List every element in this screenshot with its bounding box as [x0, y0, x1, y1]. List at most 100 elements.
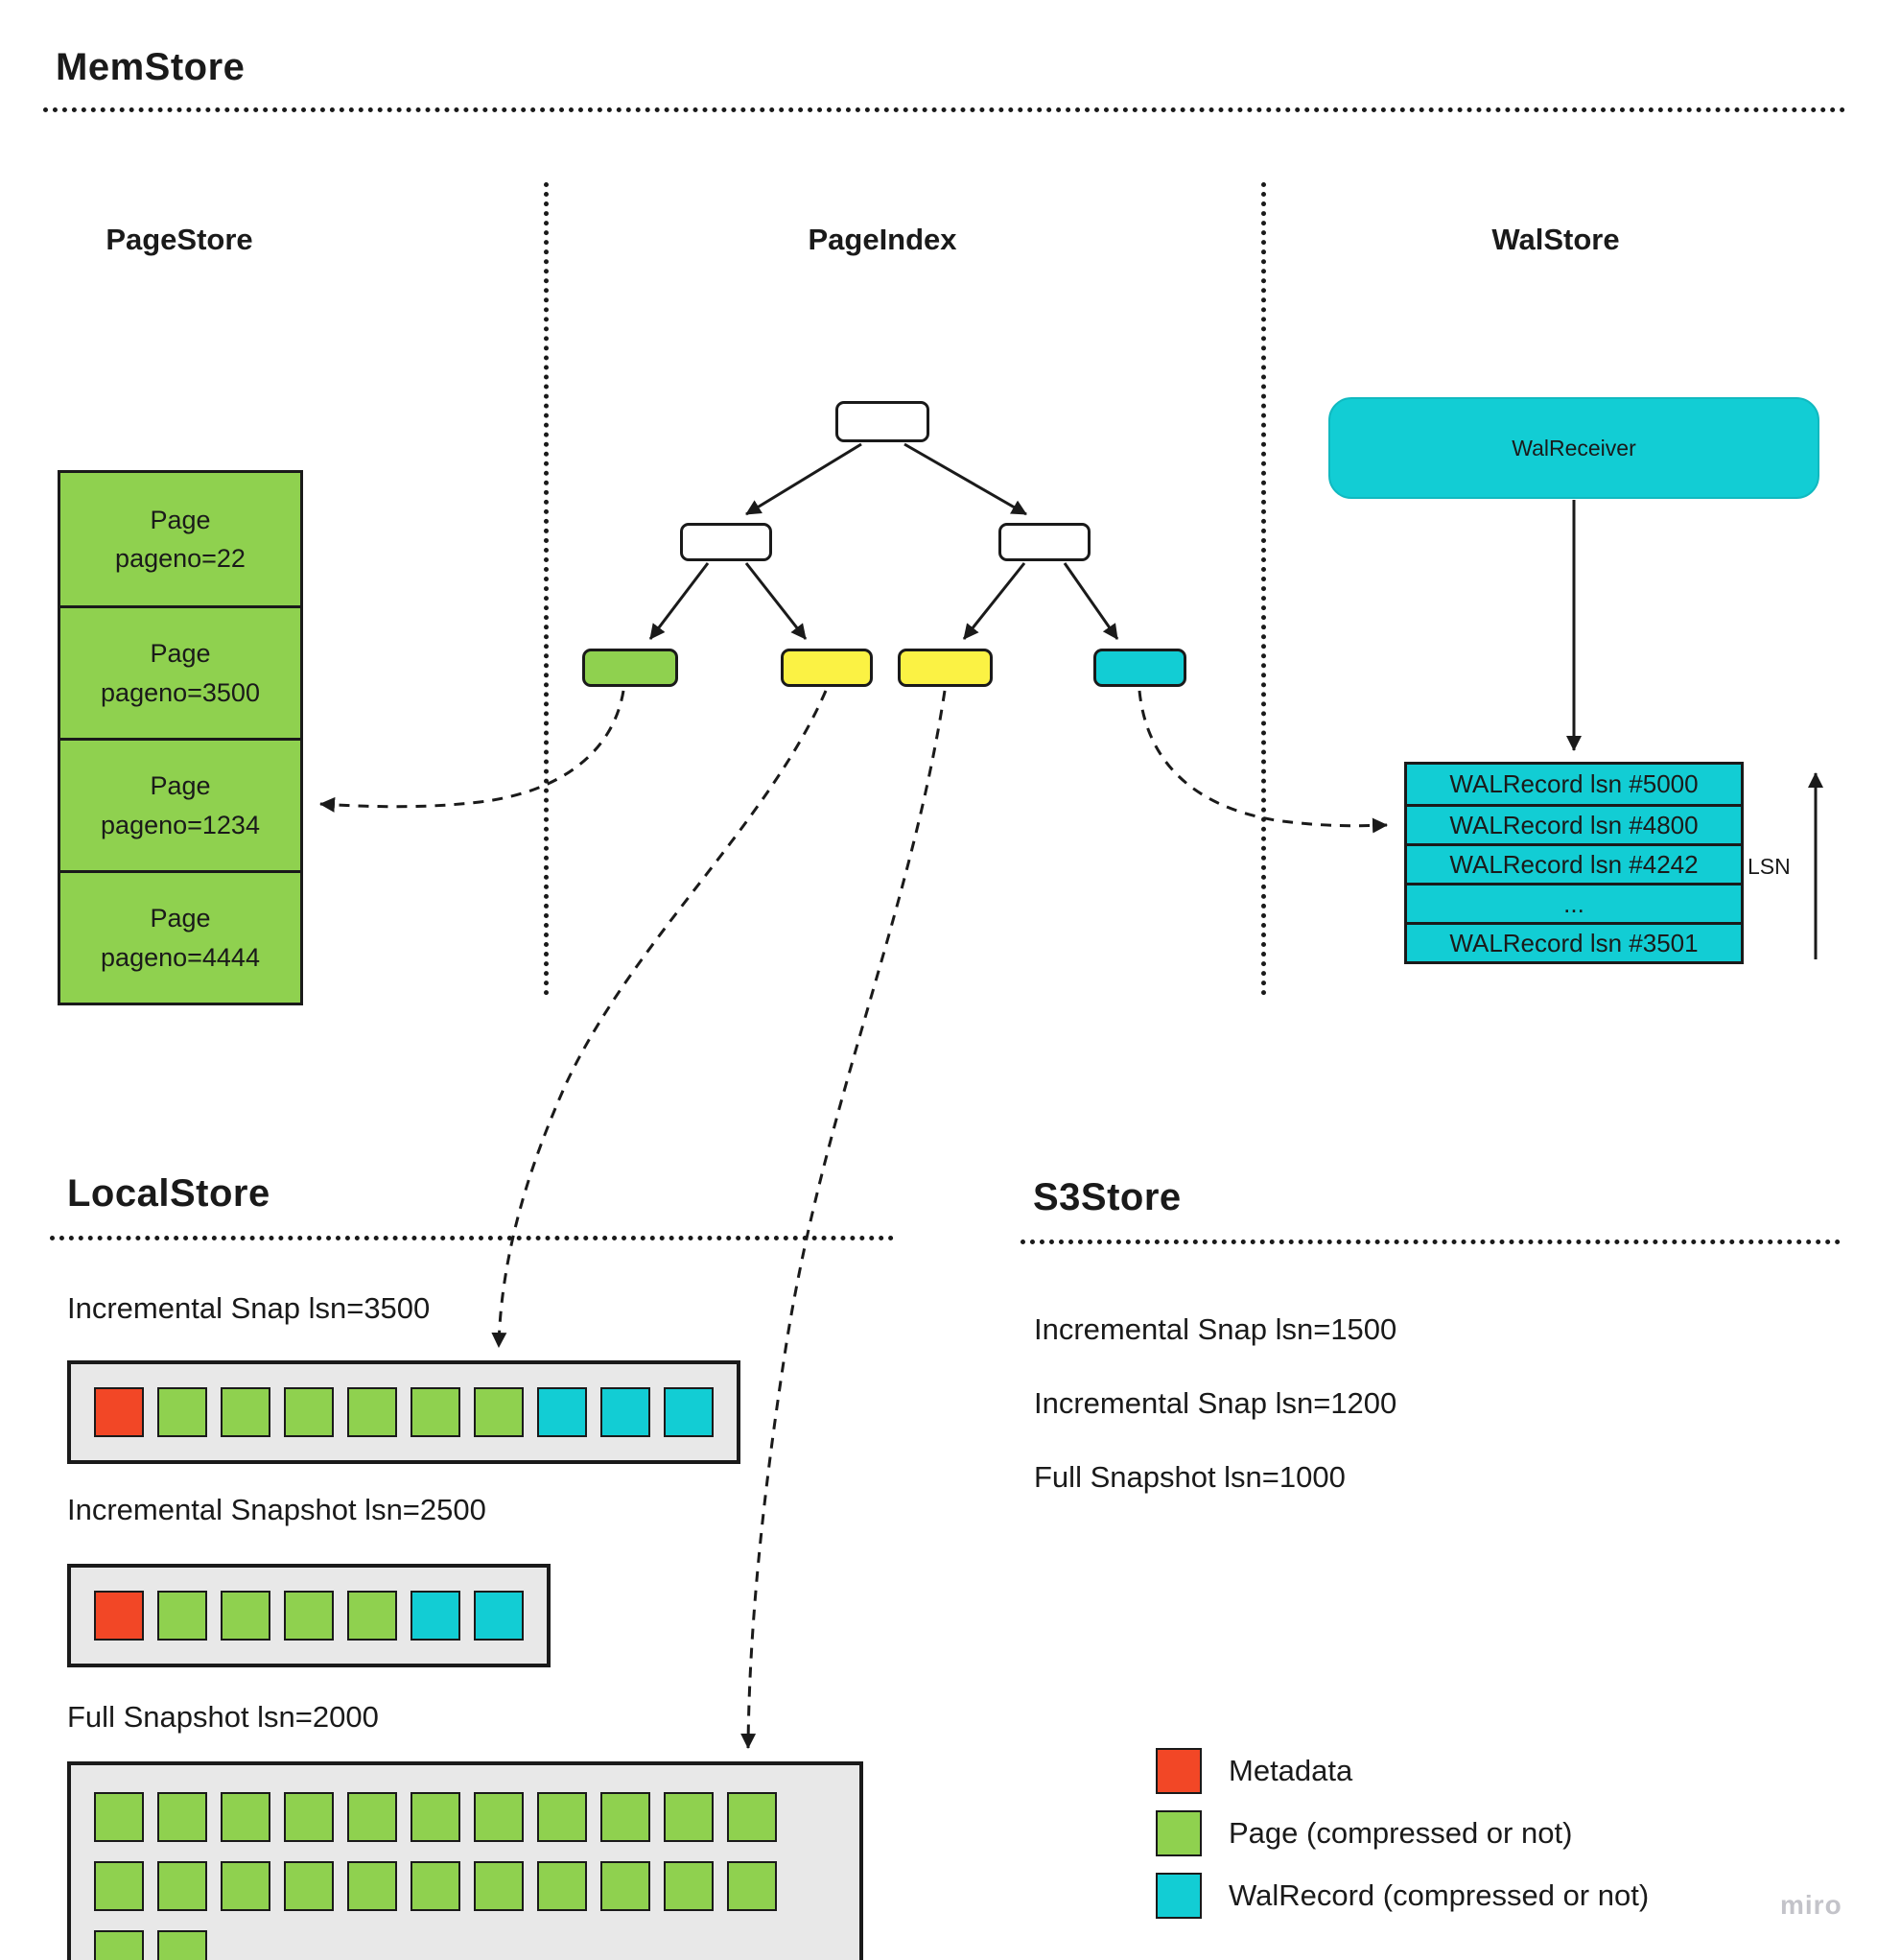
page-cell-pageno: pageno=3500 [101, 677, 260, 707]
snapshot-cell [537, 1861, 587, 1911]
snapshot-cell [157, 1861, 207, 1911]
snapshot-2500-label: Incremental Snapshot lsn=2500 [67, 1493, 486, 1526]
page-cell: Page pageno=4444 [60, 870, 300, 1003]
snapshot-cell [411, 1591, 460, 1641]
wal-receiver-label: WalReceiver [1512, 435, 1636, 460]
memstore-divider [43, 107, 1846, 112]
s3store-item-list: Incremental Snap lsn=1500 Incremental Sn… [1034, 1312, 1396, 1495]
legend-row: Metadata [1156, 1748, 1649, 1794]
pagestore-stack: Page pageno=22 Page pageno=3500 Page pag… [58, 470, 303, 1005]
snapshot-cell [284, 1861, 334, 1911]
page-cell-title: Page [150, 904, 211, 933]
wal-record-row: WALRecord lsn #3501 [1407, 922, 1741, 961]
snapshot-cell [221, 1387, 270, 1437]
snapshot-cell [157, 1387, 207, 1437]
snapshot-cell [600, 1792, 650, 1842]
snapshot-cell [411, 1792, 460, 1842]
snapshot-cell [537, 1792, 587, 1842]
wal-record-row: WALRecord lsn #5000 [1407, 765, 1741, 804]
page-cell-title: Page [150, 771, 211, 800]
snapshot-cell [727, 1861, 777, 1911]
snapshot-2500-box [67, 1564, 551, 1667]
wal-record-stack: WALRecord lsn #5000 WALRecord lsn #4800 … [1404, 762, 1744, 964]
snapshot-cell [474, 1792, 524, 1842]
snapshot-3500-label: Incremental Snap lsn=3500 [67, 1291, 431, 1325]
snapshot-cell [411, 1387, 460, 1437]
wal-record-row: WALRecord lsn #4242 [1407, 843, 1741, 883]
memstore-title: MemStore [56, 46, 246, 88]
snapshot-cell [221, 1861, 270, 1911]
s3store-item: Incremental Snap lsn=1500 [1034, 1312, 1397, 1346]
snapshot-cell [474, 1387, 524, 1437]
snapshot-cell [600, 1861, 650, 1911]
legend-swatch [1156, 1873, 1202, 1919]
lsn-axis-label: LSN [1748, 854, 1791, 879]
legend-label: Page (compressed or not) [1229, 1816, 1573, 1850]
page-cell-title: Page [150, 639, 211, 668]
snapshot-cell [157, 1930, 207, 1960]
snapshot-cell [157, 1591, 207, 1641]
tree-leaf-wal-cyan [1093, 649, 1186, 687]
snapshot-cell [347, 1387, 397, 1437]
snapshot-cell [94, 1591, 144, 1641]
pagestore-title: PageStore [106, 223, 253, 256]
snapshot-cell [537, 1387, 587, 1437]
snapshot-cell [94, 1930, 144, 1960]
tree-right-node [998, 523, 1091, 561]
legend-label: Metadata [1229, 1754, 1353, 1787]
snapshot-cell [474, 1591, 524, 1641]
walstore-title: WalStore [1491, 223, 1620, 256]
snapshot-3500-box [67, 1360, 740, 1464]
snapshot-cell [347, 1792, 397, 1842]
s3store-title: S3Store [1033, 1176, 1182, 1218]
page-cell-pageno: pageno=4444 [101, 942, 260, 972]
tree-leaf-snapshot-yellow-1 [781, 649, 873, 687]
snapshot-cell [94, 1861, 144, 1911]
tree-left-node [680, 523, 772, 561]
page-cell-pageno: pageno=22 [115, 544, 246, 573]
pageindex-title: PageIndex [808, 223, 957, 256]
snapshot-2000-label: Full Snapshot lsn=2000 [67, 1700, 379, 1734]
tree-leaf-page-green [582, 649, 678, 687]
snapshot-cell [284, 1792, 334, 1842]
legend-swatch [1156, 1748, 1202, 1794]
legend: Metadata Page (compressed or not) WalRec… [1156, 1748, 1649, 1919]
snapshot-cell [94, 1792, 144, 1842]
legend-label: WalRecord (compressed or not) [1229, 1878, 1650, 1912]
page-cell: Page pageno=3500 [60, 605, 300, 738]
page-cell-pageno: pageno=1234 [101, 810, 260, 839]
localstore-title: LocalStore [67, 1172, 270, 1215]
snapshot-cell [727, 1792, 777, 1842]
snapshot-cell [157, 1792, 207, 1842]
s3store-divider [1021, 1240, 1841, 1244]
tree-root-node [835, 401, 929, 442]
wal-record-row: WALRecord lsn #4800 [1407, 804, 1741, 843]
snapshot-cell [221, 1591, 270, 1641]
snapshot-cell [94, 1387, 144, 1437]
snapshot-cell [600, 1387, 650, 1437]
snapshot-cell [347, 1861, 397, 1911]
wal-record-row: ... [1407, 883, 1741, 922]
localstore-divider [50, 1236, 894, 1240]
page-cell: Page pageno=22 [60, 473, 300, 605]
snapshot-cell [664, 1792, 714, 1842]
snapshot-cell [411, 1861, 460, 1911]
s3store-item: Incremental Snap lsn=1200 [1034, 1386, 1397, 1420]
snapshot-cell [221, 1792, 270, 1842]
legend-swatch [1156, 1810, 1202, 1856]
snapshot-cell [347, 1591, 397, 1641]
snapshot-cell [664, 1861, 714, 1911]
legend-row: Page (compressed or not) [1156, 1810, 1649, 1856]
s3store-item: Full Snapshot lsn=1000 [1034, 1460, 1346, 1494]
separator-pageindex-walstore [1261, 182, 1266, 996]
miro-logo: miro [1780, 1890, 1842, 1920]
separator-pagestore-pageindex [544, 182, 549, 996]
snapshot-2000-box [67, 1761, 863, 1960]
legend-row: WalRecord (compressed or not) [1156, 1873, 1649, 1919]
snapshot-cell [474, 1861, 524, 1911]
page-cell-title: Page [150, 505, 211, 534]
tree-leaf-snapshot-yellow-2 [898, 649, 993, 687]
snapshot-cell [284, 1387, 334, 1437]
page-cell: Page pageno=1234 [60, 738, 300, 870]
